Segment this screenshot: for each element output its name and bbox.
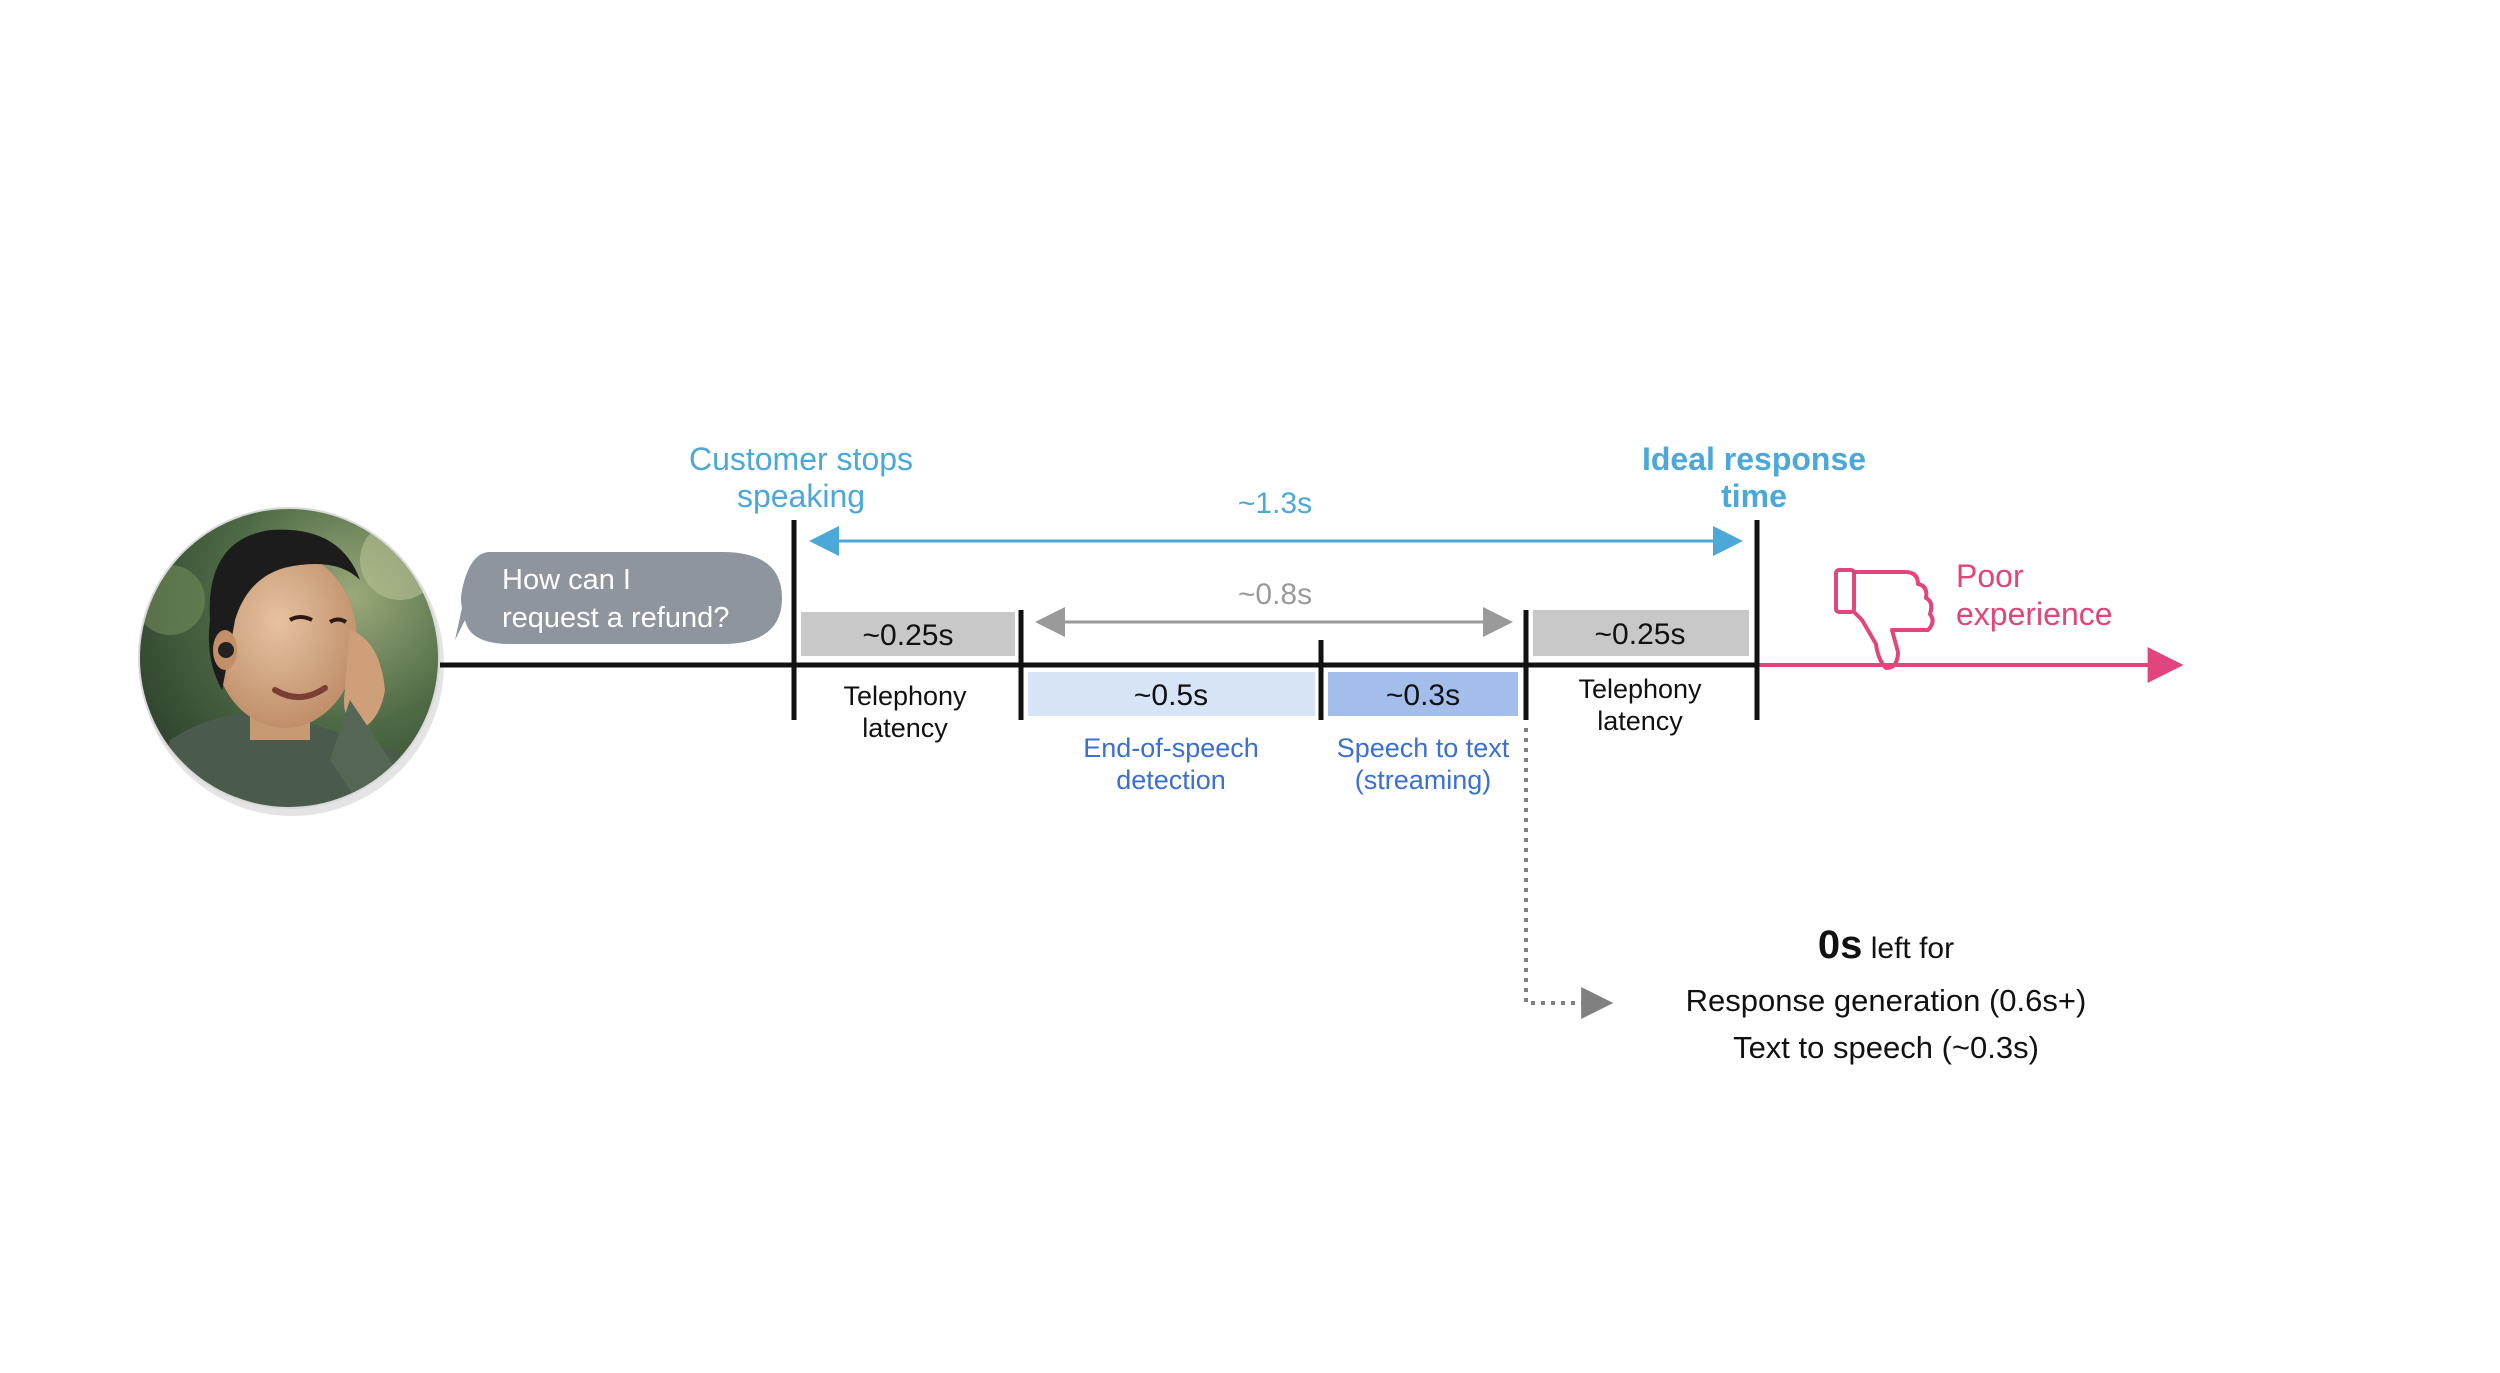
segment-1-duration: ~0.25s (863, 619, 954, 652)
segment-2-duration-box (1028, 672, 1315, 716)
remaining-left-for: left for (1871, 932, 1954, 965)
middle-span: ~0.8s (1035, 578, 1513, 637)
segment-1-duration-box (801, 612, 1015, 656)
segment-4-label-line1: Telephony (1578, 674, 1702, 704)
middle-span-label: ~0.8s (1238, 578, 1312, 611)
segment-telephony-latency-1: ~0.25s Telephony latency (801, 612, 1015, 743)
ideal-response-label-line2: time (1721, 478, 1787, 514)
poor-experience-line1: Poor (1956, 558, 2024, 594)
remaining-time-block: 0s left for Response generation (0.6s+) … (1686, 923, 2087, 1065)
poor-experience-callout: Poor experience (1834, 558, 2113, 670)
remaining-item-response-generation: Response generation (0.6s+) (1686, 983, 2087, 1018)
customer-avatar (138, 507, 444, 816)
speech-bubble-line1: How can I (502, 564, 631, 596)
segment-speech-to-text: ~0.3s Speech to text (streaming) (1328, 672, 1518, 795)
segment-1-label-line2: latency (862, 713, 948, 743)
ideal-response-label-line1: Ideal response (1642, 441, 1866, 477)
segment-3-label-line2: (streaming) (1355, 765, 1492, 795)
segment-end-of-speech-detection: ~0.5s End-of-speech detection (1028, 672, 1315, 795)
customer-stops-label-line1: Customer stops (689, 441, 913, 477)
remaining-zero-value: 0s (1818, 923, 1863, 967)
segment-2-duration: ~0.5s (1134, 679, 1208, 712)
ideal-response-marker: Ideal response time (1642, 441, 1866, 514)
segment-telephony-latency-2: ~0.25s Telephony latency (1533, 610, 1749, 736)
speech-bubble-line2: request a refund? (502, 602, 729, 634)
segment-4-duration: ~0.25s (1595, 618, 1686, 651)
segment-4-duration-box (1533, 610, 1749, 656)
dotted-connector (1524, 728, 1614, 1019)
segment-4-label-line2: latency (1597, 706, 1683, 736)
remaining-headline: 0s left for (1818, 923, 1954, 967)
total-span: ~1.3s (809, 487, 1743, 556)
segment-1-label-line1: Telephony (843, 681, 967, 711)
segment-3-duration: ~0.3s (1386, 679, 1460, 712)
segment-2-label-line1: End-of-speech (1083, 733, 1259, 763)
thumbs-down-icon (1834, 568, 1935, 670)
total-span-label: ~1.3s (1238, 487, 1312, 520)
segment-3-label-line1: Speech to text (1337, 733, 1510, 763)
remaining-item-text-to-speech: Text to speech (~0.3s) (1733, 1030, 2039, 1065)
poor-experience-line2: experience (1956, 596, 2113, 632)
customer-stops-label-line2: speaking (737, 478, 865, 514)
segment-3-duration-box (1328, 672, 1518, 716)
customer-stops-marker: Customer stops speaking (689, 441, 913, 514)
speech-bubble: How can I request a refund? (455, 552, 782, 644)
segment-2-label-line2: detection (1116, 765, 1226, 795)
